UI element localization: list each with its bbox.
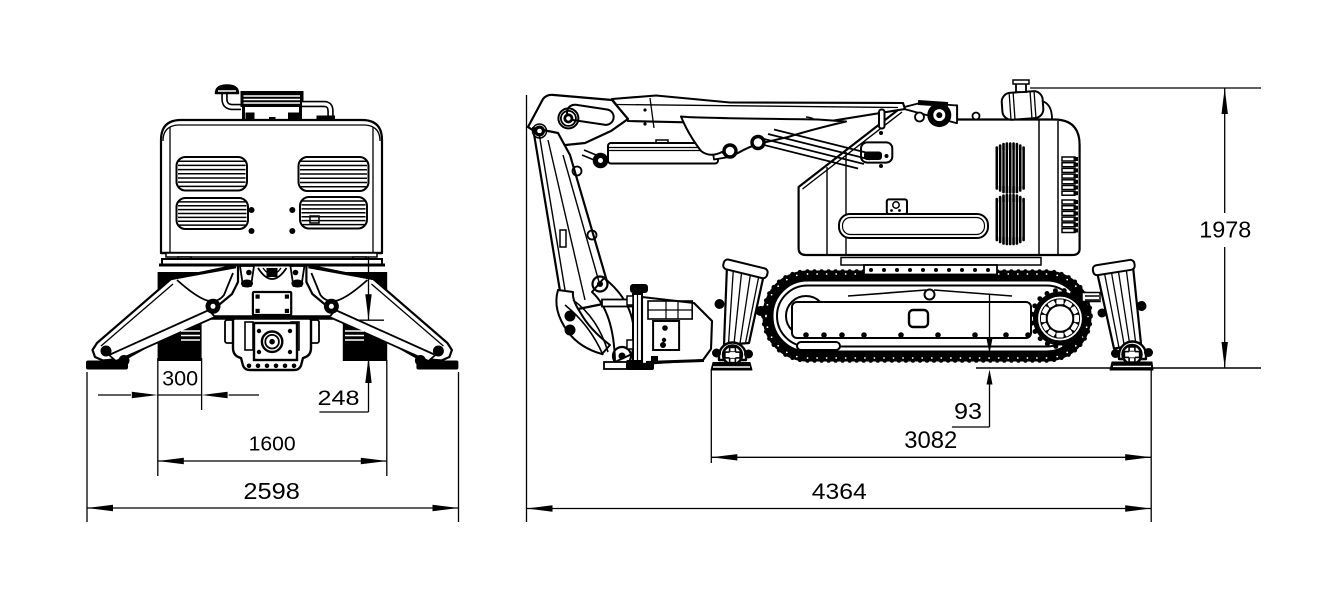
svg-text:4364: 4364 [812, 479, 867, 504]
svg-text:1600: 1600 [249, 432, 296, 455]
svg-text:1978: 1978 [1199, 216, 1251, 242]
svg-text:2598: 2598 [243, 478, 300, 504]
svg-text:300: 300 [162, 368, 198, 391]
svg-text:248: 248 [318, 387, 360, 410]
svg-text:93: 93 [954, 398, 982, 424]
svg-text:3082: 3082 [904, 427, 957, 454]
